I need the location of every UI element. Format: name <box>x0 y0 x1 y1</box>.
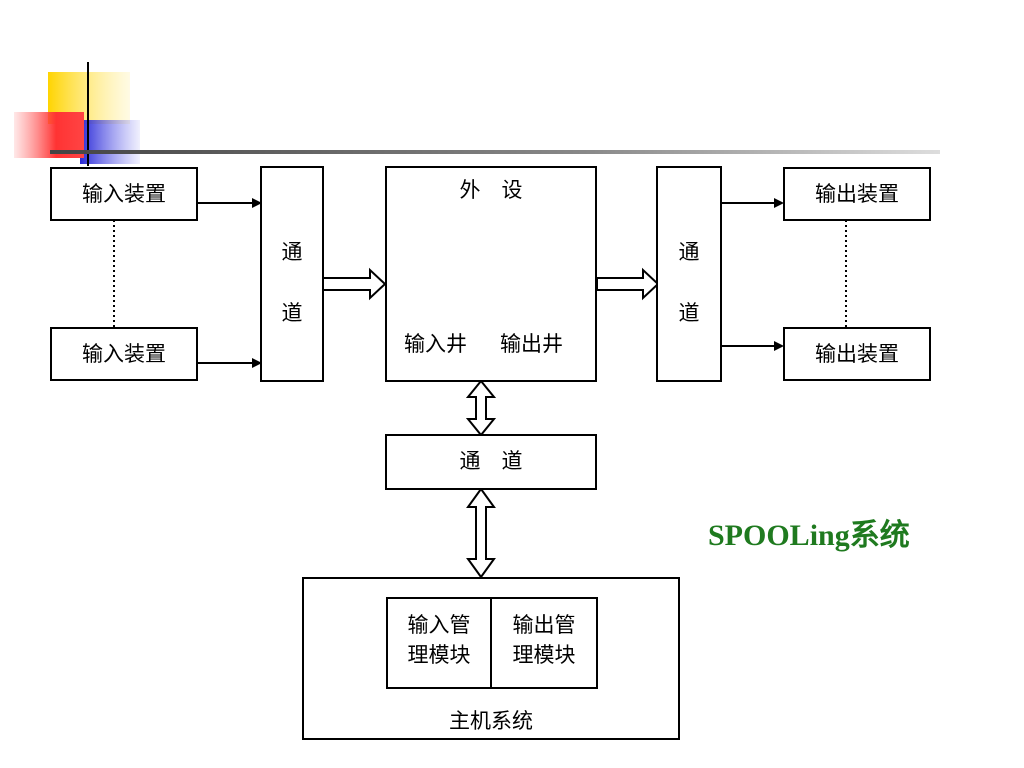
left-channel-char-1: 通 <box>281 240 303 264</box>
host-system-box: 输入管 理模块 输出管 理模块 主机系统 <box>302 577 680 740</box>
left-channel-char-2: 道 <box>281 301 303 325</box>
output-device-box-2: 输出装置 <box>783 327 931 381</box>
input-device-box-2: 输入装置 <box>50 327 198 381</box>
input-arrow-2 <box>198 358 262 368</box>
output-module-line-2: 理模块 <box>512 643 576 667</box>
right-channel-box: 通 道 <box>656 166 722 382</box>
output-device-box-1: 输出装置 <box>783 167 931 221</box>
output-arrow-1 <box>720 198 784 208</box>
hollow-arrow-peripheral-to-right-channel <box>596 267 660 301</box>
mid-channel-label: 通 道 <box>459 449 523 473</box>
input-module-line-2: 理模块 <box>407 643 471 667</box>
corner-decoration-icon <box>14 62 140 166</box>
input-arrow-1 <box>198 198 262 208</box>
output-module-line-1: 输出管 <box>512 613 576 637</box>
right-channel-char-1: 通 <box>678 240 700 264</box>
input-module-line-1: 输入管 <box>407 613 471 637</box>
header-rule <box>50 150 940 154</box>
peripheral-box: 外 设 输入井 输出井 <box>385 166 597 382</box>
right-channel-char-2: 道 <box>678 301 700 325</box>
output-well-label: 输出井 <box>500 332 563 356</box>
input-device-box-1: 输入装置 <box>50 167 198 221</box>
output-device-label-1: 输出装置 <box>815 182 899 206</box>
mid-channel-box: 通 道 <box>385 434 597 490</box>
input-device-label-1: 输入装置 <box>82 182 166 206</box>
left-channel-box: 通 道 <box>260 166 324 382</box>
input-well-label: 输入井 <box>404 332 467 356</box>
output-device-label-2: 输出装置 <box>815 342 899 366</box>
peripheral-title: 外 设 <box>459 178 523 202</box>
hollow-arrow-left-channel-to-peripheral <box>322 267 387 301</box>
hollow-double-arrow-peripheral-channel <box>465 379 497 437</box>
slide-title: SPOOLing系统 <box>708 519 910 552</box>
input-management-module: 输入管 理模块 <box>386 597 492 689</box>
host-system-label: 主机系统 <box>449 709 533 733</box>
hollow-double-arrow-channel-host <box>466 487 496 579</box>
output-arrow-2 <box>720 341 784 351</box>
input-device-label-2: 输入装置 <box>82 342 166 366</box>
output-management-module: 输出管 理模块 <box>490 597 598 689</box>
